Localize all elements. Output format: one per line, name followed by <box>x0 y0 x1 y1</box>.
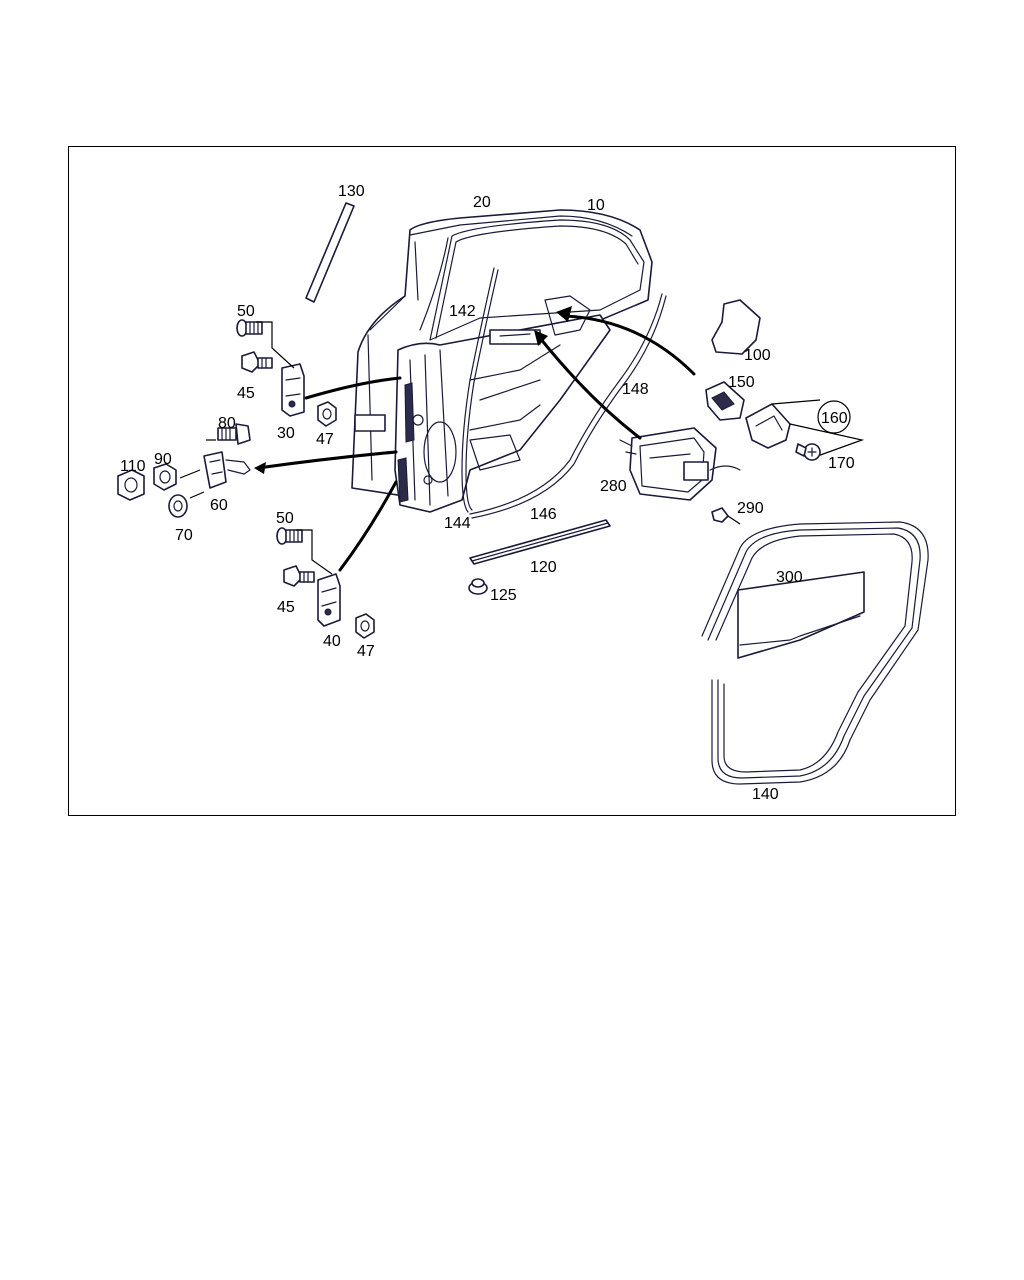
part-40-lower-hinge <box>317 573 341 627</box>
label-70: 70 <box>175 527 193 544</box>
part-47-nut-lower <box>355 613 375 639</box>
label-125: 125 <box>490 587 517 604</box>
label-100: 100 <box>744 347 771 364</box>
label-144: 144 <box>444 515 471 532</box>
part-30-upper-hinge <box>281 363 305 417</box>
part-146-148-seal <box>469 293 663 515</box>
label-150: 150 <box>728 374 755 391</box>
label-140: 140 <box>752 786 779 803</box>
label-300: 300 <box>776 569 803 586</box>
label-50-lower: 50 <box>276 510 294 527</box>
label-130: 130 <box>338 183 365 200</box>
part-45-screw-lower <box>283 565 315 587</box>
label-40: 40 <box>323 633 341 650</box>
label-170: 170 <box>828 455 855 472</box>
part-290-plug <box>711 507 741 525</box>
label-280: 280 <box>600 478 627 495</box>
label-160: 160 <box>821 410 848 427</box>
part-125-clip <box>468 578 488 595</box>
label-45-lower: 45 <box>277 599 295 616</box>
label-30: 30 <box>277 425 295 442</box>
part-130-strip <box>305 202 355 303</box>
part-150-handle <box>705 381 745 421</box>
label-20: 20 <box>473 194 491 211</box>
part-labels: 130 20 10 50 142 100 45 150 148 160 80 3… <box>120 183 855 803</box>
label-50-upper: 50 <box>237 303 255 320</box>
part-160-bracket <box>745 399 865 459</box>
part-80-bolt <box>217 423 251 445</box>
part-140-door-seal <box>701 521 929 785</box>
label-90: 90 <box>154 451 172 468</box>
part-110-nut <box>117 469 145 501</box>
assembly-arrows <box>254 306 696 572</box>
label-290: 290 <box>737 500 764 517</box>
part-142-144-seal <box>461 267 495 513</box>
part-170-screw <box>795 443 821 461</box>
label-80: 80 <box>218 415 236 432</box>
window-frame <box>419 219 645 341</box>
part-70-washer <box>168 494 188 518</box>
label-146: 146 <box>530 506 557 523</box>
part-120-trim-strip <box>469 519 611 565</box>
part-90-nut <box>153 463 177 491</box>
label-120: 120 <box>530 559 557 576</box>
door-inner-panel <box>394 295 611 513</box>
label-47-upper: 47 <box>316 431 334 448</box>
part-45-screw-upper <box>241 351 273 373</box>
label-110: 110 <box>120 458 146 475</box>
label-45-upper: 45 <box>237 385 255 402</box>
part-47-nut-upper <box>317 401 337 427</box>
part-280-lock-module <box>619 427 741 501</box>
label-60: 60 <box>210 497 228 514</box>
part-300-foil <box>737 571 865 659</box>
label-148: 148 <box>622 381 649 398</box>
label-142: 142 <box>449 303 476 320</box>
part-60-striker <box>203 451 251 489</box>
label-47-lower: 47 <box>357 643 375 660</box>
part-100-cover <box>711 299 761 355</box>
leader-lines <box>179 321 333 575</box>
label-10: 10 <box>587 197 605 214</box>
